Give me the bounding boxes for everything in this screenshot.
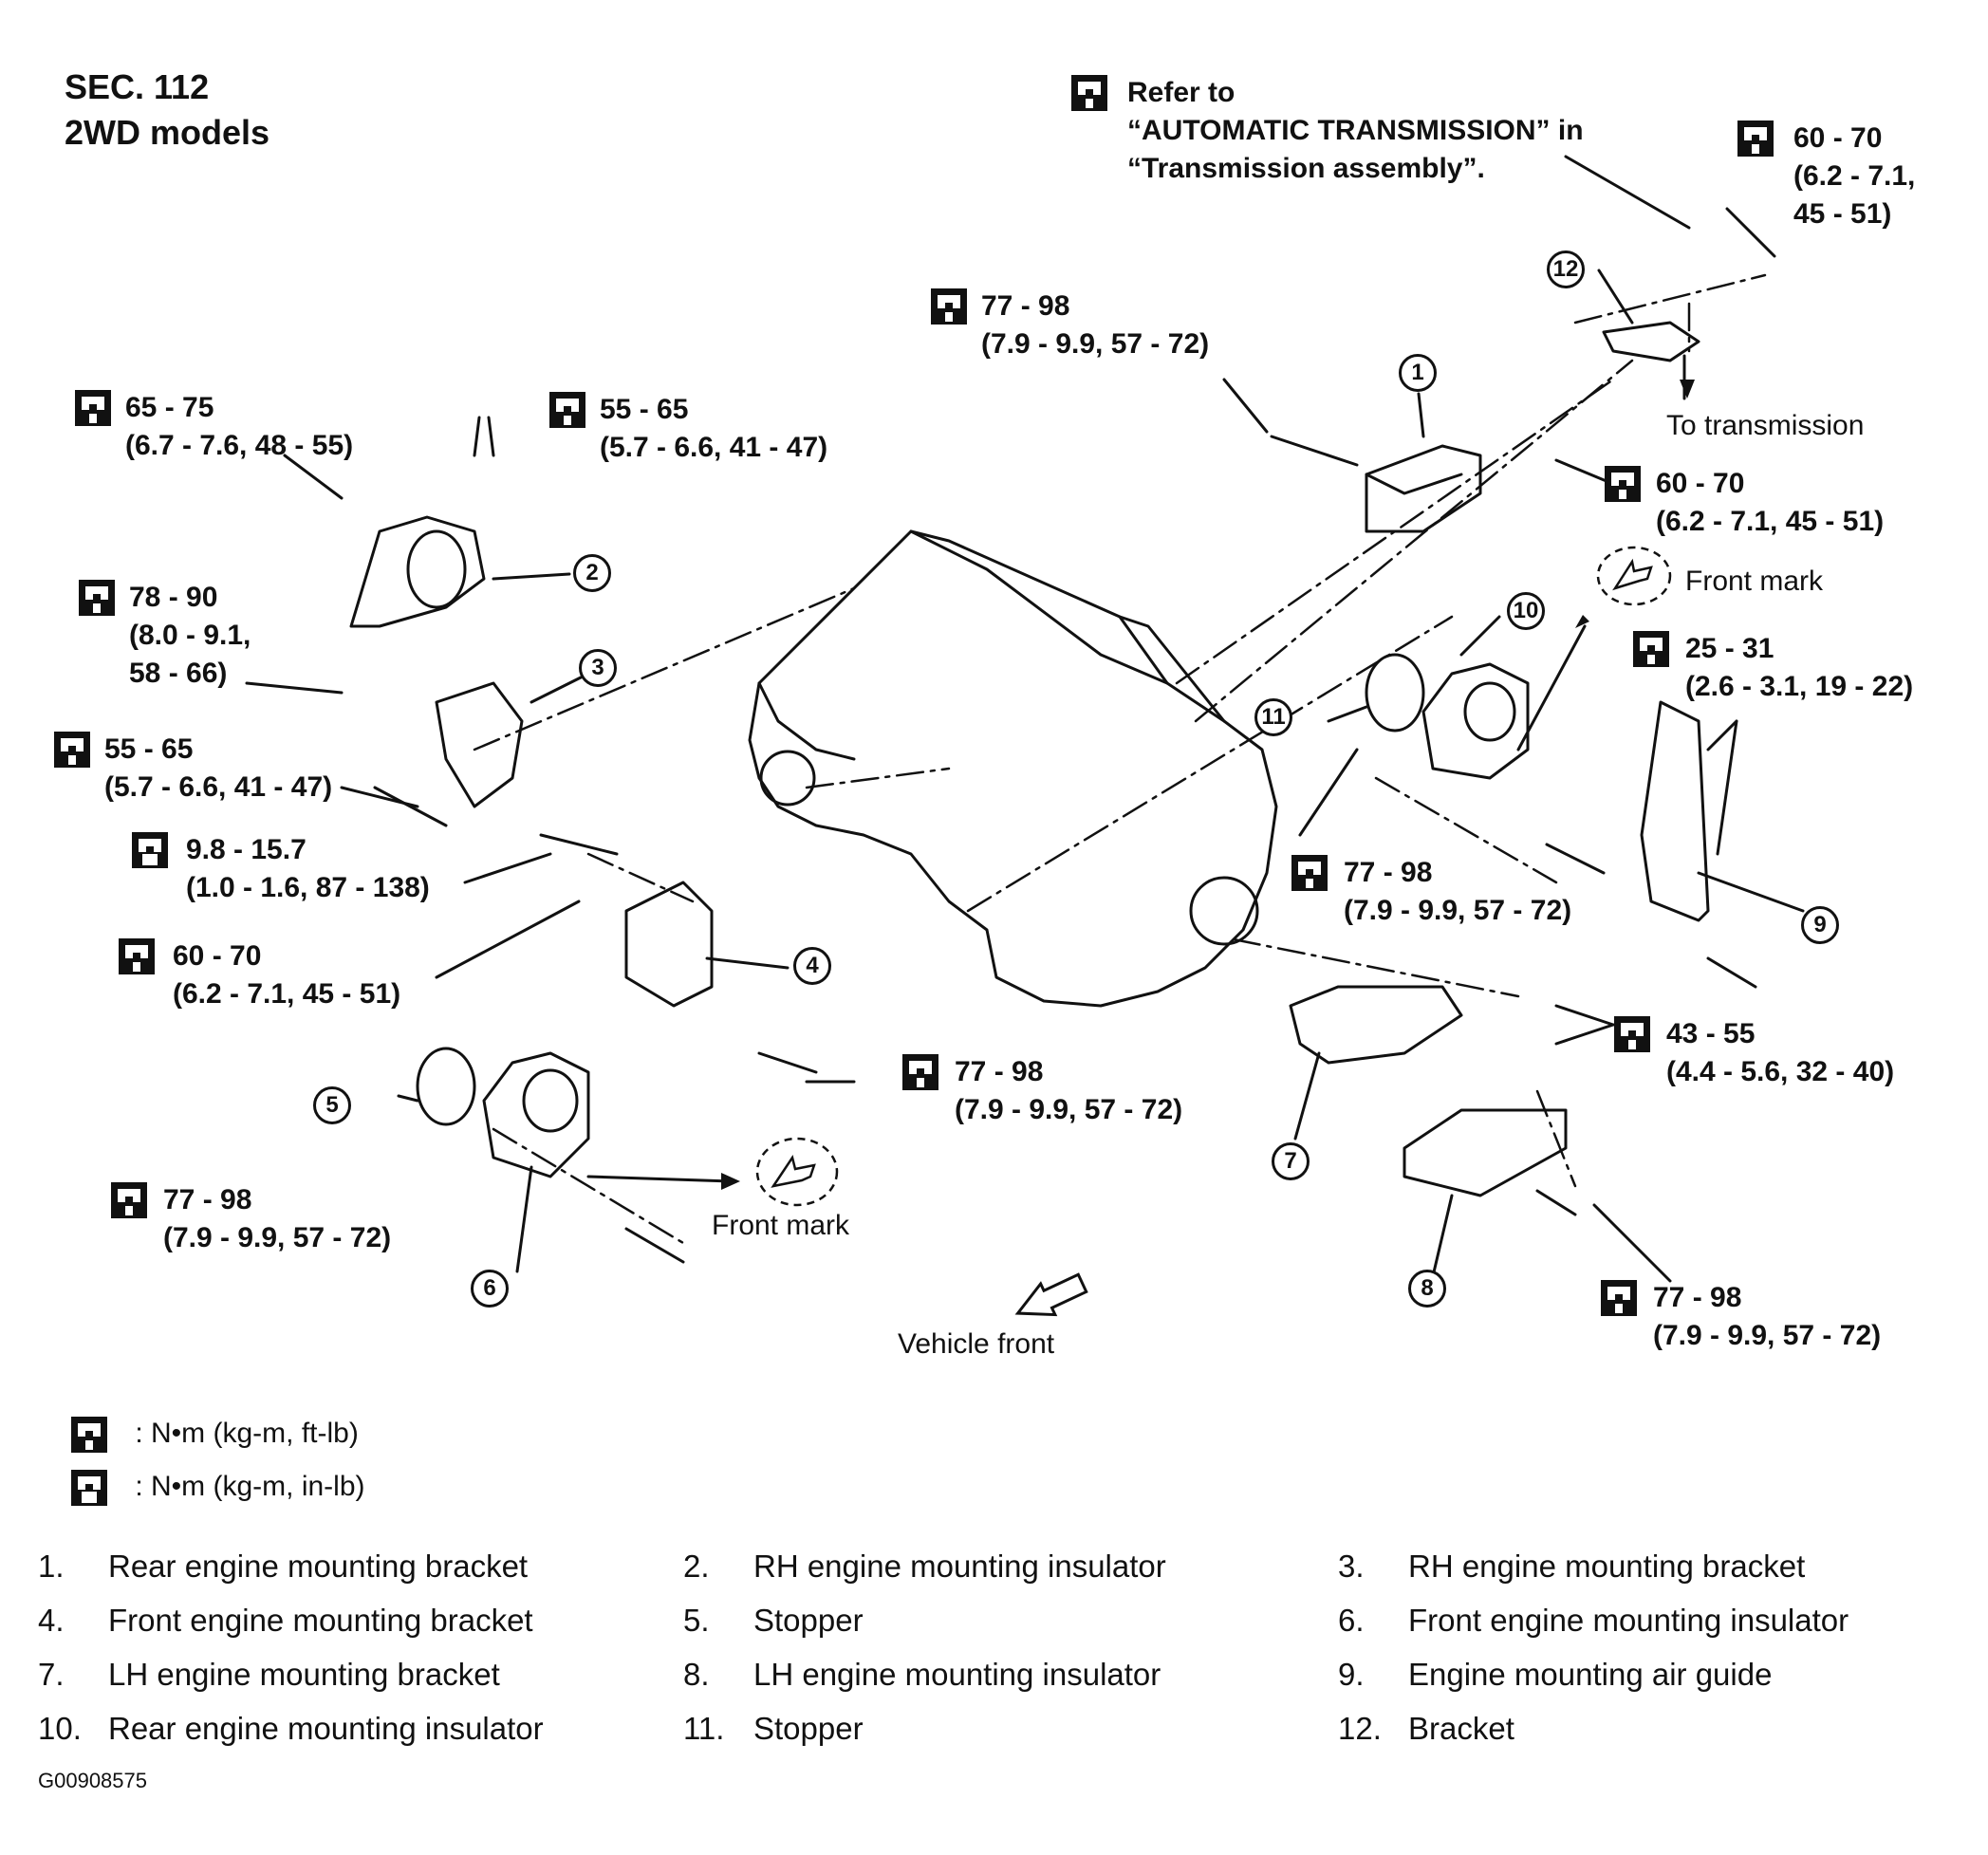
part-item-4: 4.Front engine mounting bracket: [38, 1603, 533, 1638]
callout-2: 2: [573, 554, 611, 592]
callout-5: 5: [313, 1086, 351, 1124]
vehicle-front-label: Vehicle front: [898, 1328, 1055, 1360]
part-item-12: 12.Bracket: [1338, 1711, 1514, 1746]
torque-wrench-icon: [1601, 1280, 1637, 1316]
legend-row-inlb: : N•m (kg-m, in-lb): [70, 1469, 365, 1507]
part-item-2: 2.RH engine mounting insulator: [683, 1549, 1166, 1584]
legend-row-ftlb: : N•m (kg-m, ft-lb): [70, 1416, 359, 1454]
part-item-1: 1.Rear engine mounting bracket: [38, 1549, 529, 1584]
callout-12: 12: [1547, 250, 1585, 288]
torque-wrench-icon: [1071, 75, 1107, 111]
front-mark-label-front: Front mark: [712, 1210, 850, 1241]
torque-wrench-inlb-icon: [71, 1470, 107, 1506]
torque-wrench-inlb-icon: [132, 832, 168, 868]
torque-wrench-icon: [1614, 1016, 1650, 1052]
torque-wrench-icon: [119, 938, 155, 974]
torque-wrench-icon: [79, 580, 115, 616]
callout-11: 11: [1254, 698, 1292, 736]
part-item-7: 7.LH engine mounting bracket: [38, 1657, 500, 1692]
front-mark-label-rear: Front mark: [1685, 566, 1824, 597]
part-item-11: 11.Stopper: [683, 1711, 864, 1746]
callout-10: 10: [1507, 592, 1545, 630]
callout-6: 6: [471, 1270, 509, 1308]
callout-4: 4: [793, 947, 831, 985]
part-item-6: 6.Front engine mounting insulator: [1338, 1603, 1849, 1638]
part-item-9: 9.Engine mounting air guide: [1338, 1657, 1773, 1692]
refer-note: Refer to “AUTOMATIC TRANSMISSION” in “Tr…: [1127, 77, 1584, 184]
section-title: SEC. 112: [65, 67, 210, 106]
callout-1: 1: [1399, 354, 1437, 392]
torque-wrench-icon: [902, 1054, 938, 1090]
torque-wrench-icon: [931, 288, 967, 325]
torque-wrench-icon: [1737, 121, 1774, 157]
callout-8: 8: [1408, 1270, 1446, 1308]
figure-id: G00908575: [38, 1769, 147, 1792]
vehicle-front-arrow: [1014, 1272, 1088, 1317]
part-item-10: 10.Rear engine mounting insulator: [38, 1711, 544, 1746]
torque-wrench-icon: [111, 1182, 147, 1218]
model-title: 2WD models: [65, 113, 270, 152]
torque-wrench-icon: [1605, 466, 1641, 502]
callout-3: 3: [579, 649, 617, 687]
torque-wrench-icon: [1633, 631, 1669, 667]
torque-wrench-icon: [1291, 855, 1328, 891]
torque-wrench-icon: [549, 392, 585, 428]
to-transmission-label: To transmission: [1666, 410, 1865, 441]
part-item-3: 3.RH engine mounting bracket: [1338, 1549, 1806, 1584]
engine-block: [748, 529, 1278, 1008]
torque-wrench-icon: [75, 390, 111, 426]
callout-7: 7: [1272, 1142, 1310, 1180]
torque-wrench-icon: [71, 1417, 107, 1453]
callout-9: 9: [1801, 906, 1839, 944]
torque-wrench-icon: [54, 732, 90, 768]
part-item-5: 5.Stopper: [683, 1603, 864, 1638]
part-item-8: 8.LH engine mounting insulator: [683, 1657, 1161, 1692]
